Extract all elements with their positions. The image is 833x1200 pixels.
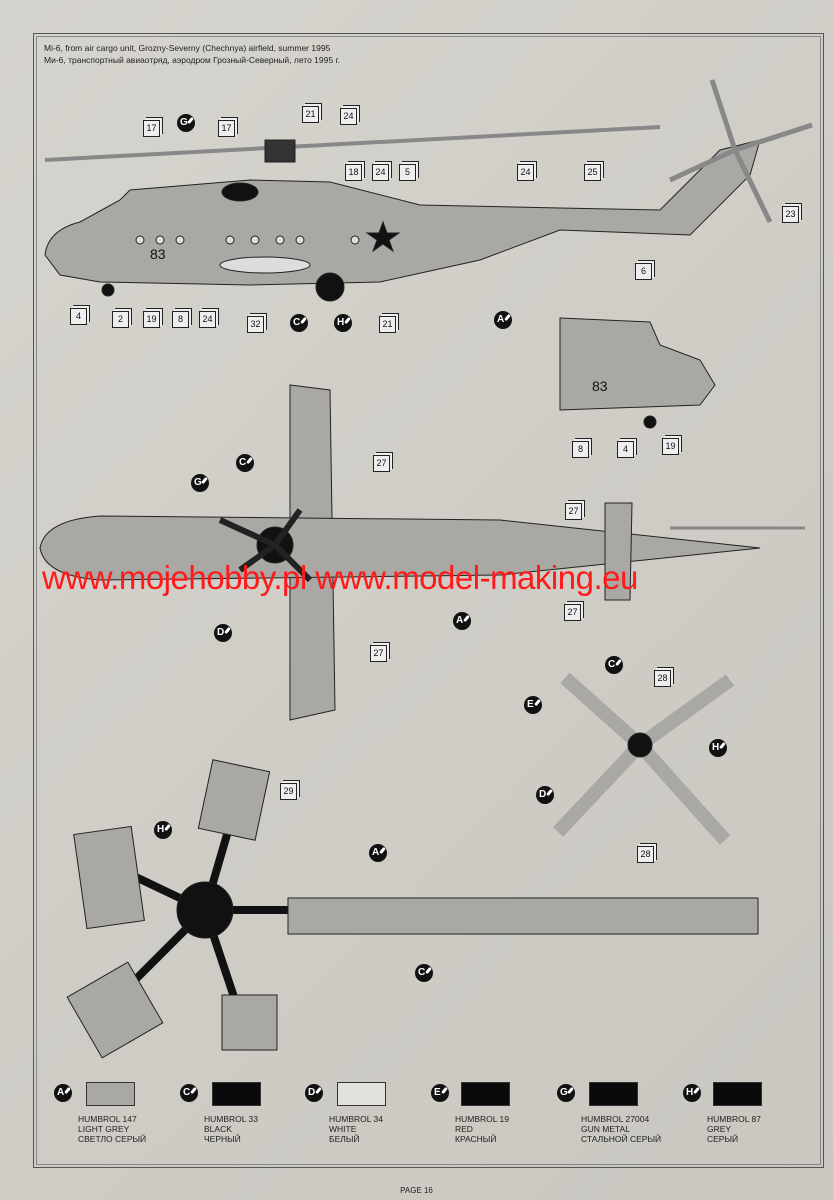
paint-callout-a: A (369, 844, 387, 862)
callout-number: 17 (218, 120, 235, 137)
paint-callout-c: C (236, 454, 254, 472)
paint-letter: G (557, 1084, 575, 1102)
callout-number: 21 (379, 316, 396, 333)
paint-code: HUMBROL 87 (707, 1114, 762, 1124)
color-swatch (461, 1082, 510, 1106)
callout-number: 24 (340, 108, 357, 125)
paint-name-en: GUN METAL (581, 1124, 630, 1134)
paint-letter: H (683, 1084, 701, 1102)
paint-callout-h: H (334, 314, 352, 332)
paint-letter: D (305, 1084, 323, 1102)
paint-name-ru: СВЕТЛО СЕРЫЙ (78, 1134, 147, 1144)
paint-callout-a: A (453, 612, 471, 630)
paint-name-en: WHITE (329, 1124, 357, 1134)
paint-name-ru: СЕРЫЙ (707, 1134, 739, 1144)
callout-number: 8 (172, 311, 189, 328)
page-frame-inner (36, 36, 821, 1165)
paint-callout-h: H (154, 821, 172, 839)
paint-name-en: LIGHT GREY (78, 1124, 130, 1134)
callout-number: 23 (782, 206, 799, 223)
color-swatch (337, 1082, 386, 1106)
paint-name-en: GREY (707, 1124, 732, 1134)
paint-callout-e: E (524, 696, 542, 714)
callout-number: 2 (112, 311, 129, 328)
paint-name-en: BLACK (204, 1124, 232, 1134)
inset-side-number-83: 83 (592, 378, 608, 394)
page-frame (33, 33, 824, 1168)
callout-number: 27 (370, 645, 387, 662)
paint-letter: C (180, 1084, 198, 1102)
callout-number: 21 (302, 106, 319, 123)
paint-code: HUMBROL 19 (455, 1114, 510, 1124)
watermark: www.mojehobby.pl www.model-making.eu (42, 559, 638, 596)
callout-number: 19 (662, 438, 679, 455)
callout-number: 19 (143, 311, 160, 328)
paint-name-en: RED (455, 1124, 473, 1134)
callout-number: 28 (637, 846, 654, 863)
paint-callout-g: G (191, 474, 209, 492)
side-view-drawing (44, 79, 813, 302)
callout-number: 5 (399, 164, 416, 181)
callout-number: 8 (572, 441, 589, 458)
paint-name-ru: ЧЕРНЫЙ (204, 1134, 241, 1144)
paint-callout-a: A (494, 311, 512, 329)
top-view-drawing (39, 384, 805, 721)
title-en: Mi-6, from air cargo unit, Grozny-Severn… (44, 43, 331, 53)
paint-code: HUMBROL 27004 (581, 1114, 650, 1124)
color-swatch (86, 1082, 135, 1106)
tail-rotor-drawing (552, 672, 735, 845)
scheme-title: Mi-6, from air cargo unit, Grozny-Severn… (44, 42, 340, 66)
paint-callout-c: C (605, 656, 623, 674)
callout-number: 4 (617, 441, 634, 458)
paint-callout-g: G (177, 114, 195, 132)
paint-letter: A (54, 1084, 72, 1102)
paint-letter: E (431, 1084, 449, 1102)
callout-number: 25 (584, 164, 601, 181)
paint-code: HUMBROL 33 (204, 1114, 259, 1124)
callout-number: 29 (280, 783, 297, 800)
paint-callout-h: H (709, 739, 727, 757)
callout-number: 27 (564, 604, 581, 621)
callout-number: 17 (143, 120, 160, 137)
side-number-83: 83 (150, 246, 166, 262)
color-swatch (589, 1082, 638, 1106)
callout-number: 32 (247, 316, 264, 333)
paint-name-ru: СТАЛЬНОЙ СЕРЫЙ (581, 1134, 662, 1144)
callout-number: 24 (517, 164, 534, 181)
callout-number: 28 (654, 670, 671, 687)
paint-callout-c: C (290, 314, 308, 332)
paint-callout-d: D (536, 786, 554, 804)
main-rotor-drawing (66, 759, 759, 1059)
callout-number: 27 (373, 455, 390, 472)
callout-number: 6 (635, 263, 652, 280)
callout-number: 18 (345, 164, 362, 181)
paint-callout-c: C (415, 964, 433, 982)
paint-code: HUMBROL 147 (78, 1114, 137, 1124)
paint-code: HUMBROL 34 (329, 1114, 384, 1124)
paint-name-ru: БЕЛЫЙ (329, 1134, 360, 1144)
color-swatch (713, 1082, 762, 1106)
page-number: PAGE 16 (400, 1186, 433, 1195)
callout-number: 24 (199, 311, 216, 328)
paint-callout-d: D (214, 624, 232, 642)
paint-name-ru: КРАСНЫЙ (455, 1134, 497, 1144)
nose-inset-drawing (559, 317, 716, 429)
callout-number: 4 (70, 308, 87, 325)
callout-number: 27 (565, 503, 582, 520)
title-ru: Ми-6, транспортный авиаотряд, аэродром Г… (44, 55, 340, 65)
color-swatch (212, 1082, 261, 1106)
callout-number: 24 (372, 164, 389, 181)
